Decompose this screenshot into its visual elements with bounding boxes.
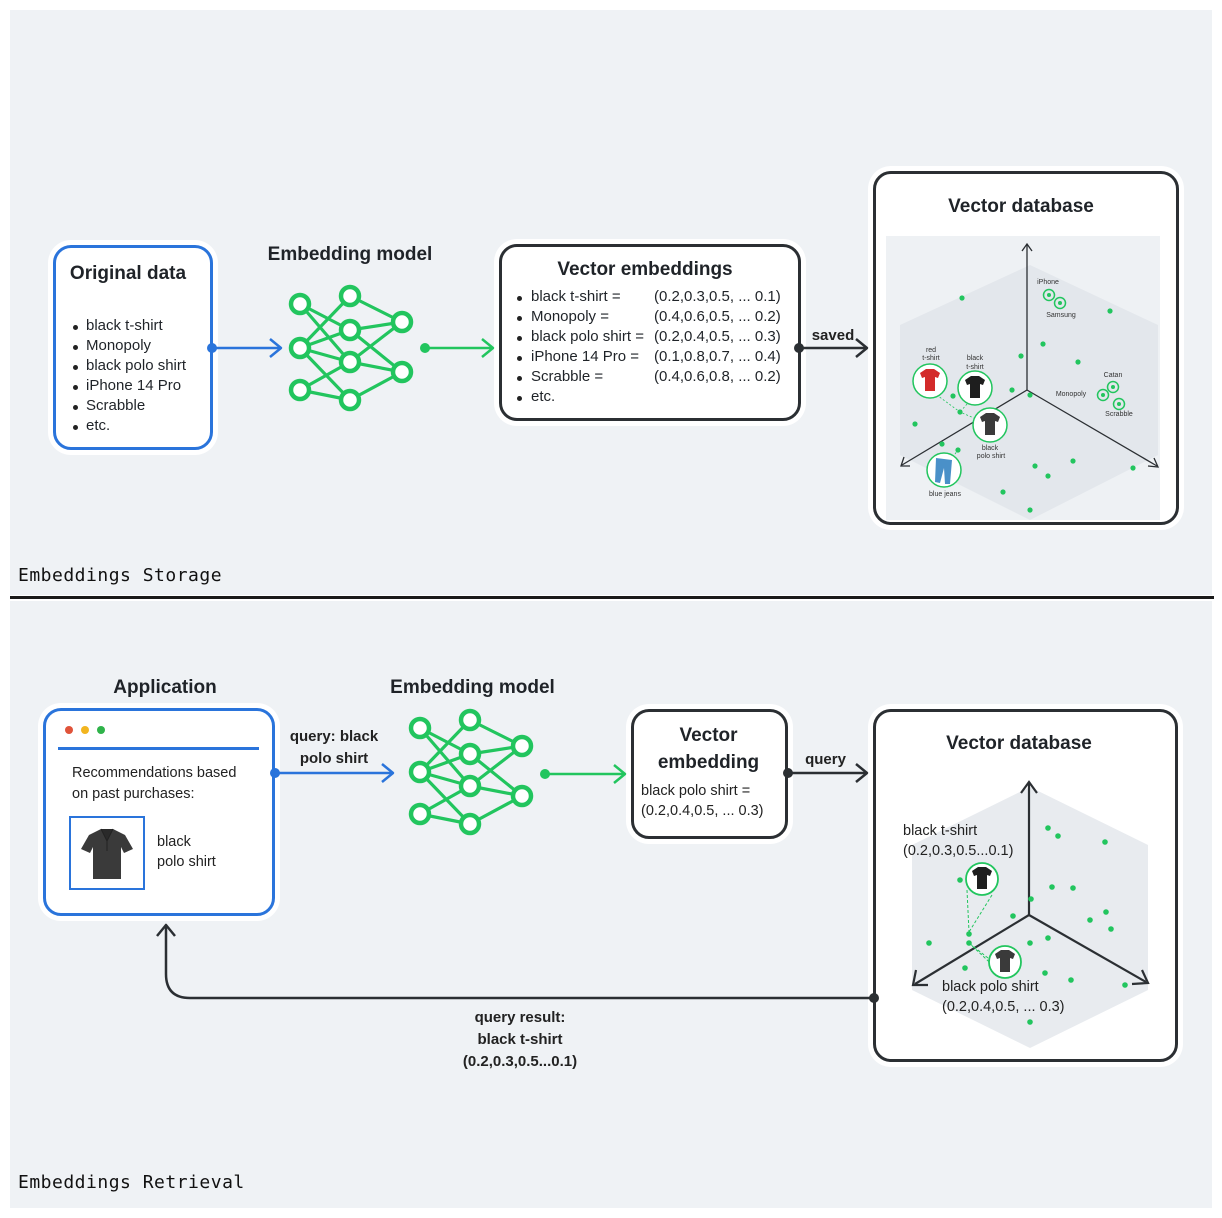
vector-embeddings-box (499, 244, 801, 421)
axes (911, 780, 1150, 987)
product-card[interactable] (69, 816, 145, 890)
list-item: Monopoly (86, 337, 152, 354)
embedding-value: (0.2,0.4,0.5, ... 0.3) (654, 328, 781, 345)
query-label: query: black (289, 728, 379, 745)
query-result-line-3: (0.2,0.3,0.5...0.1) (462, 1053, 578, 1070)
embedding-name: Scrabble = (531, 368, 604, 385)
window-maximize-dot[interactable] (97, 726, 105, 734)
black-tshirt-thumb (957, 370, 993, 406)
list-item: Scrabble (86, 397, 146, 414)
neural-network-icon-2 (418, 718, 524, 826)
axes (900, 242, 1160, 468)
query-result-line-2: black t-shirt (477, 1031, 563, 1048)
vector-embedding-value-2: (0.2,0.4,0.5, ... 0.3) (641, 803, 764, 819)
window-close-dot[interactable] (65, 726, 73, 734)
saved-label: saved (811, 327, 855, 344)
list-item: iPhone 14 Pro (86, 377, 182, 394)
window-header-rule (58, 747, 259, 750)
db-polo-label-2: (0.2,0.4,0.5, ... 0.3) (942, 999, 1065, 1015)
product-name-line-2: polo shirt (157, 854, 216, 870)
black-polo-thumb (972, 407, 1008, 443)
black-polo-marker (988, 945, 1022, 979)
black-polo-label-2: polo shirt (976, 453, 1006, 460)
data-points (926, 825, 1128, 1025)
black-tshirt-label-1: black (966, 355, 984, 362)
polo-shirt-image (81, 828, 133, 879)
blue-jeans-thumb (926, 452, 962, 488)
vector-embedding-title-1: Vector (679, 725, 738, 746)
list-item: black polo shirt (86, 357, 187, 374)
red-tshirt-thumb (912, 363, 948, 399)
scrabble-label: Scrabble (1105, 411, 1133, 418)
iphone-label: iPhone (1037, 279, 1059, 286)
embedding-value: (0.1,0.8,0.7, ... 0.4) (654, 348, 781, 365)
application-title: Application (113, 677, 217, 698)
vector-embedding-title-2: embedding (657, 752, 760, 773)
vector-embeddings-title: Vector embeddings (557, 259, 733, 280)
embedding-name: black polo shirt = (531, 328, 644, 345)
catan-label: Catan (1103, 372, 1123, 379)
retrieval-section-label: Embeddings Retrieval (18, 1172, 245, 1193)
embedding-value: (0.4,0.6,0.8, ... 0.2) (654, 368, 781, 385)
embedding-value: (0.2,0.3,0.5, ... 0.1) (654, 288, 781, 305)
blue-jeans-label: blue jeans (929, 491, 961, 498)
embedding-model-title-2: Embedding model (390, 677, 555, 698)
red-tshirt-label-2: t-shirt (922, 355, 940, 362)
recommendations-line-2: on past purchases: (72, 786, 195, 802)
recommendations-line-1: Recommendations based (72, 765, 237, 781)
vector-embedding-box (631, 709, 788, 839)
black-tshirt-label-2: t-shirt (966, 364, 984, 371)
section-divider (10, 596, 1214, 599)
vector-database-title: Vector database (948, 196, 1094, 217)
black-tshirt-marker (965, 862, 999, 896)
original-data-title: Original data (69, 263, 187, 284)
red-tshirt-label-1: red (925, 347, 937, 354)
embedding-name: Monopoly = (531, 308, 609, 325)
query-arrow-label: query (805, 751, 846, 768)
embedding-value: (0.4,0.6,0.5, ... 0.2) (654, 308, 781, 325)
window-minimize-dot[interactable] (81, 726, 89, 734)
vector-database-title-2: Vector database (946, 733, 1092, 754)
list-item: black t-shirt (86, 317, 163, 334)
embedding-name: iPhone 14 Pro = (531, 348, 639, 365)
query-result-line-1: query result: (474, 1009, 566, 1026)
monopoly-label: Monopoly (1055, 391, 1087, 398)
product-name-line-1: black (157, 834, 191, 850)
list-item: etc. (86, 417, 111, 434)
embedding-name: etc. (531, 388, 556, 405)
embedding-model-title: Embedding model (267, 244, 433, 265)
db-polo-label-1: black polo shirt (942, 979, 1039, 995)
db-tshirt-label-1: black t-shirt (903, 823, 978, 839)
storage-section-label: Embeddings Storage (18, 565, 223, 586)
phone-markers (1042, 288, 1126, 411)
query-label-2: polo shirt (299, 750, 369, 767)
vector-embedding-value-1: black polo shirt = (641, 783, 751, 799)
embedding-name: black t-shirt = (531, 288, 621, 305)
black-polo-label-1: black (981, 445, 999, 452)
samsung-label: Samsung (1046, 312, 1076, 319)
db-tshirt-label-2: (0.2,0.3,0.5...0.1) (903, 843, 1014, 859)
vector-space-hexagon (900, 265, 1158, 520)
vector-space-hexagon (912, 787, 1148, 1048)
